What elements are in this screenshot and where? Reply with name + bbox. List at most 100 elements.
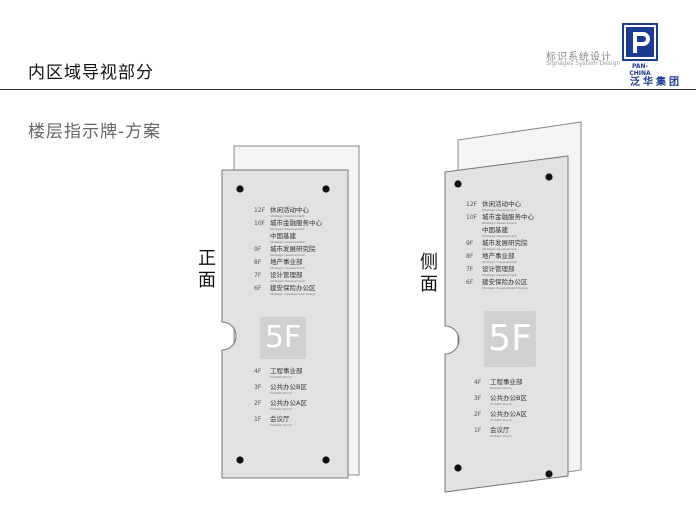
floor-number: 8F	[466, 253, 474, 260]
floor-name-en: Strategic Development	[270, 227, 305, 231]
front-screw-tr	[322, 185, 330, 193]
floor-name: 工程事业部	[490, 378, 523, 386]
side-screw-tl	[454, 180, 462, 188]
floor-name-en: Strategic Development Design	[270, 292, 317, 296]
floor-name-en: Emblem Room	[490, 402, 512, 406]
floor-number: 7F	[466, 266, 474, 273]
floor-number: 2F	[254, 400, 262, 407]
floor-number: 7F	[254, 272, 262, 279]
floor-name-en: Strategic Development	[270, 279, 305, 283]
front-view-label-text: 正 面	[198, 248, 216, 291]
floor-name-en: Emblem Room	[270, 375, 292, 379]
front-screw-tl	[236, 185, 244, 193]
floor-name: 公共办公B区	[490, 394, 527, 402]
floor-name-en: Emblem Room	[270, 407, 292, 411]
floor-name: 城市发展研究院	[482, 239, 528, 247]
logo-english: PAN-CHINA	[629, 63, 651, 77]
floor-name: 中国基建	[482, 226, 508, 234]
side-view-label: 侧 面	[419, 252, 439, 296]
floor-number	[254, 232, 270, 233]
section-subtitle: 楼层指示牌-方案	[28, 122, 162, 142]
floor-name: 设计管理部	[482, 265, 515, 273]
floor-name: 会议厅	[270, 415, 290, 423]
floor-name: 地产事业部	[270, 258, 303, 266]
floor-name-en: Strategic Development	[482, 208, 517, 212]
front-current-floor-badge: 5F	[260, 317, 306, 359]
floor-name: 城市发展研究院	[270, 245, 316, 253]
floor-number: 4F	[254, 368, 262, 375]
side-screw-bl	[454, 464, 462, 472]
floor-name: 公共办公A区	[270, 399, 307, 407]
floor-name: 建安保险办公区	[482, 278, 528, 286]
floor-name: 城市金融服务中心	[270, 219, 322, 227]
floor-name: 工程事业部	[270, 367, 303, 375]
floor-number: 4F	[474, 379, 482, 386]
side-screw-br	[545, 470, 553, 478]
floor-name-en: Strategic Development	[270, 240, 305, 244]
page-title: 内区域导视部分	[28, 63, 154, 83]
floor-number: 1F	[474, 427, 482, 434]
floor-name-en: Emblem Room	[490, 418, 512, 422]
floor-name: 公共办公B区	[270, 383, 307, 391]
floor-name: 地产事业部	[482, 252, 515, 260]
floor-number: 8F	[254, 259, 262, 266]
floor-name-en: Strategic Development	[482, 260, 517, 264]
floor-name: 会议厅	[490, 426, 510, 434]
company-logo: PAN-CHINA 泛华集团	[622, 23, 679, 88]
floor-name: 休闲活动中心	[482, 200, 521, 208]
floor-name-en: Strategic Development	[270, 214, 305, 218]
floor-number	[466, 226, 482, 227]
floor-name: 中国基建	[270, 232, 296, 240]
front-view-label: 正 面	[197, 248, 217, 292]
floor-name: 休闲活动中心	[270, 206, 309, 214]
floor-name: 设计管理部	[270, 271, 303, 279]
front-screw-bl	[236, 456, 244, 464]
brand-title: 标识系统设计	[546, 52, 612, 63]
floor-number: 6F	[466, 279, 474, 286]
floor-name-en: Emblem Room	[270, 423, 292, 427]
floor-number: 10F	[466, 214, 478, 221]
floor-number: 9F	[466, 240, 474, 247]
floor-name-en: Strategic Development	[270, 253, 305, 257]
side-screw-tr	[545, 173, 553, 181]
logo-chinese: 泛华集团	[630, 77, 682, 88]
floor-name-en: Emblem Room	[490, 434, 512, 438]
floor-name-en: Emblem Room	[270, 391, 292, 395]
floor-number: 9F	[254, 246, 262, 253]
front-screw-br	[322, 456, 330, 464]
floor-name: 建安保险办公区	[270, 284, 316, 292]
floor-number: 12F	[466, 201, 478, 208]
side-current-floor-badge: 5F	[484, 311, 536, 367]
floor-number: 12F	[254, 207, 266, 214]
floor-number: 3F	[474, 395, 482, 402]
floor-name-en: Strategic Development	[270, 266, 305, 270]
floor-number: 6F	[254, 285, 262, 292]
header-divider	[0, 89, 696, 90]
floor-name-en: Strategic Development	[482, 221, 517, 225]
floor-name-en: Strategic Development	[482, 234, 517, 238]
floor-number: 2F	[474, 411, 482, 418]
floor-number: 10F	[254, 220, 266, 227]
floor-name-en: Strategic Development	[482, 273, 517, 277]
